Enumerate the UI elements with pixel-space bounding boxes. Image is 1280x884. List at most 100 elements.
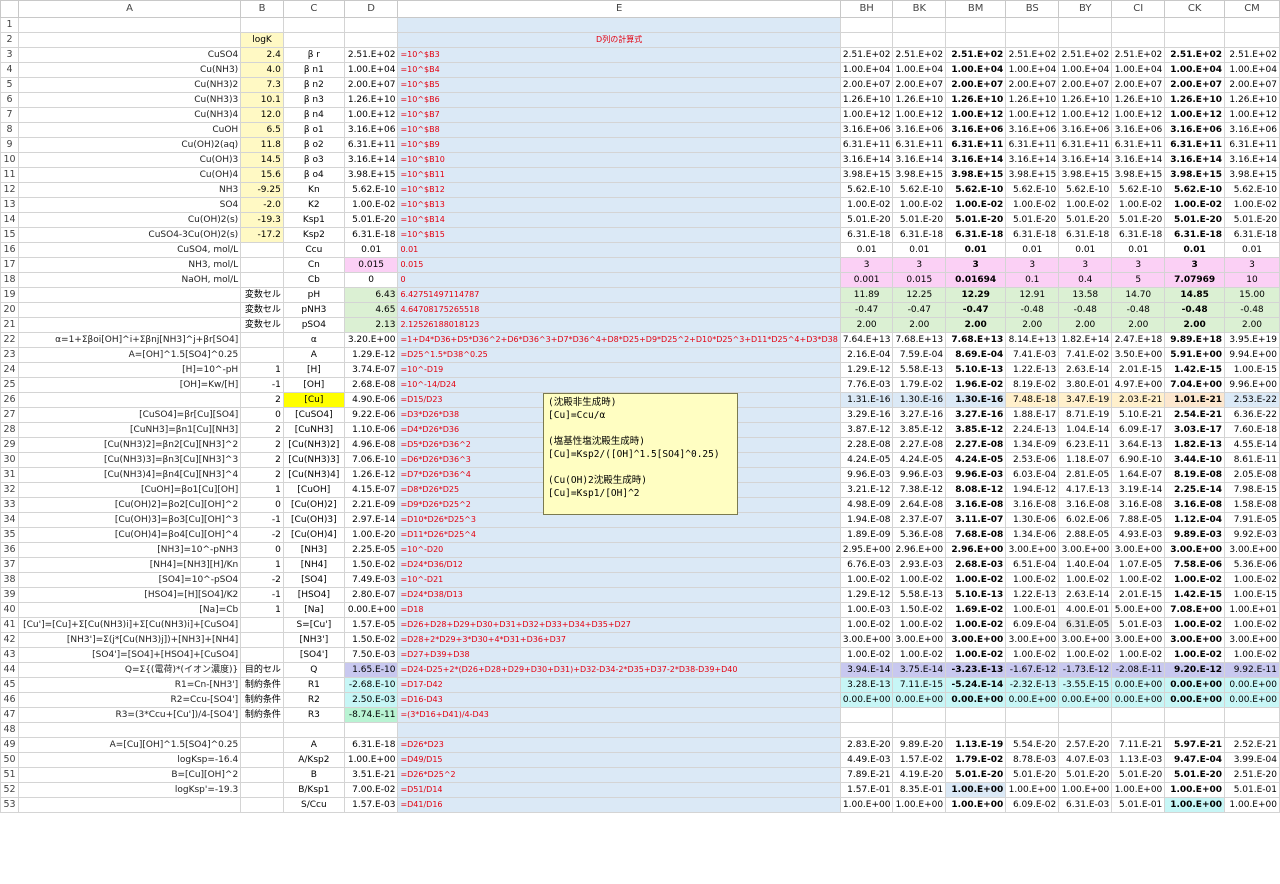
cell-d[interactable] — [343, 17, 399, 33]
row-header[interactable]: 50 — [0, 752, 19, 768]
cell-ci[interactable] — [1111, 722, 1166, 738]
row-header[interactable]: 21 — [0, 317, 19, 333]
cell-e-formula[interactable] — [397, 722, 841, 738]
cell-bh[interactable]: 3.94.E-14 — [839, 662, 894, 678]
cell-b[interactable]: -1 — [240, 587, 284, 603]
cell-bs[interactable]: -0.48 — [1005, 302, 1060, 318]
cell-ck[interactable]: 1.42.E-15 — [1164, 587, 1226, 603]
cell-c[interactable]: [NH4] — [282, 557, 345, 573]
cell-cm[interactable]: 2.51.E-20 — [1224, 767, 1280, 783]
cell-bs[interactable] — [1005, 32, 1060, 48]
cell-by[interactable]: 4.07.E-03 — [1058, 752, 1113, 768]
cell-by[interactable]: 3.00.E+00 — [1058, 542, 1113, 558]
cell-bk[interactable]: 1.50.E-02 — [892, 602, 947, 618]
cell-bm[interactable]: 3.16.E+06 — [945, 122, 1007, 138]
cell-bk[interactable] — [892, 17, 947, 33]
cell-ck[interactable]: -0.48 — [1164, 302, 1226, 318]
cell-bm[interactable]: 6.31.E-18 — [945, 227, 1007, 243]
cell-bk[interactable]: 2.64.E-08 — [892, 497, 947, 513]
cell-by[interactable]: 3.16.E+06 — [1058, 122, 1113, 138]
cell-bs[interactable]: 1.34.E-06 — [1005, 527, 1060, 543]
cell-bs[interactable] — [1005, 707, 1060, 723]
cell-bh[interactable]: 7.64.E+13 — [839, 332, 894, 348]
cell-ck[interactable]: 2.51.E+02 — [1164, 47, 1226, 63]
cell-bk[interactable]: 2.37.E-07 — [892, 512, 947, 528]
cell-bk[interactable]: 1.30.E-16 — [892, 392, 947, 408]
cell-bm[interactable]: 7.68.E+13 — [945, 332, 1007, 348]
cell-bk[interactable]: 5.62.E-10 — [892, 182, 947, 198]
cell-c[interactable]: pSO4 — [282, 317, 345, 333]
cell-bs[interactable]: 1.22.E-13 — [1005, 587, 1060, 603]
column-header-bs[interactable]: BS — [1005, 0, 1060, 18]
cell-ck[interactable]: 3.00.E+00 — [1164, 632, 1226, 648]
cell-by[interactable]: 4.17.E-13 — [1058, 482, 1113, 498]
cell-bs[interactable]: 1.00.E-02 — [1005, 647, 1060, 663]
cell-ck[interactable]: 3.98.E+15 — [1164, 167, 1226, 183]
cell-ck[interactable]: 1.00.E-02 — [1164, 572, 1226, 588]
column-header-cm[interactable]: CM — [1224, 0, 1280, 18]
column-header-ck[interactable]: CK — [1164, 0, 1226, 18]
cell-by[interactable]: 3.47.E-19 — [1058, 392, 1113, 408]
cell-bk[interactable]: 4.24.E-05 — [892, 452, 947, 468]
cell-d[interactable]: 5.62.E-10 — [343, 182, 399, 198]
row-header[interactable]: 19 — [0, 287, 19, 303]
cell-d[interactable]: 1.10.E-06 — [343, 422, 399, 438]
cell-a[interactable]: Cu(OH)2(aq) — [17, 137, 242, 153]
cell-bs[interactable]: 6.09.E-04 — [1005, 617, 1060, 633]
cell-c[interactable]: β o3 — [282, 152, 345, 168]
cell-ci[interactable]: 5.10.E-21 — [1111, 407, 1166, 423]
cell-ck[interactable]: 1.00.E+04 — [1164, 62, 1226, 78]
cell-bm[interactable]: 1.00.E+00 — [945, 782, 1007, 798]
cell-ck[interactable]: 8.19.E-08 — [1164, 467, 1226, 483]
cell-bs[interactable]: 2.24.E-13 — [1005, 422, 1060, 438]
cell-e-formula[interactable]: =10^$B3 — [397, 47, 841, 63]
cell-a[interactable] — [17, 317, 242, 333]
cell-bm[interactable]: 5.01.E-20 — [945, 767, 1007, 783]
cell-d[interactable]: 9.22.E-06 — [343, 407, 399, 423]
cell-ci[interactable]: 3.16.E+14 — [1111, 152, 1166, 168]
cell-c[interactable]: Cb — [282, 272, 345, 288]
cell-cm[interactable] — [1224, 707, 1280, 723]
cell-bs[interactable]: 6.51.E-04 — [1005, 557, 1060, 573]
cell-cm[interactable] — [1224, 32, 1280, 48]
cell-cm[interactable]: 5.01.E-01 — [1224, 782, 1280, 798]
select-all-corner[interactable] — [0, 0, 19, 18]
column-header-d[interactable]: D — [343, 0, 399, 18]
cell-bm[interactable]: 1.30.E-16 — [945, 392, 1007, 408]
cell-bh[interactable]: 3.16.E+14 — [839, 152, 894, 168]
cell-b[interactable]: 2 — [240, 422, 284, 438]
cell-c[interactable]: [CuNH3] — [282, 422, 345, 438]
cell-b[interactable]: 1 — [240, 482, 284, 498]
cell-cm[interactable]: 2.00 — [1224, 317, 1280, 333]
cell-bh[interactable]: 1.00.E-02 — [839, 647, 894, 663]
cell-c[interactable]: β o4 — [282, 167, 345, 183]
cell-bk[interactable]: 1.00.E+04 — [892, 62, 947, 78]
cell-bs[interactable]: 8.78.E-03 — [1005, 752, 1060, 768]
row-header[interactable]: 8 — [0, 122, 19, 138]
cell-ci[interactable]: 3.19.E-14 — [1111, 482, 1166, 498]
cell-bh[interactable]: 6.31.E-18 — [839, 227, 894, 243]
cell-bs[interactable]: 2.00.E+07 — [1005, 77, 1060, 93]
cell-c[interactable]: [Cu(OH)4] — [282, 527, 345, 543]
cell-a[interactable]: R2=Ccu-[SO4'] — [17, 692, 242, 708]
cell-ci[interactable] — [1111, 707, 1166, 723]
cell-d[interactable]: 7.00.E-02 — [343, 782, 399, 798]
cell-bh[interactable]: 2.00.E+07 — [839, 77, 894, 93]
cell-bk[interactable]: 1.00.E+12 — [892, 107, 947, 123]
row-header[interactable]: 10 — [0, 152, 19, 168]
cell-bs[interactable]: 5.62.E-10 — [1005, 182, 1060, 198]
cell-c[interactable]: β r — [282, 47, 345, 63]
cell-d[interactable]: 1.57.E-05 — [343, 617, 399, 633]
cell-bk[interactable]: 3.16.E+14 — [892, 152, 947, 168]
cell-cm[interactable]: 3.98.E+15 — [1224, 167, 1280, 183]
cell-d[interactable]: 6.31.E-18 — [343, 227, 399, 243]
cell-by[interactable]: 6.31.E-03 — [1058, 797, 1113, 813]
cell-e-formula[interactable]: =D24*D38/D13 — [397, 587, 841, 603]
row-header[interactable]: 41 — [0, 617, 19, 633]
cell-ci[interactable]: 1.00.E+00 — [1111, 782, 1166, 798]
cell-e-formula[interactable]: =D26*D23 — [397, 737, 841, 753]
cell-by[interactable]: 13.58 — [1058, 287, 1113, 303]
cell-b[interactable]: 2.4 — [240, 47, 284, 63]
cell-bk[interactable]: 2.51.E+02 — [892, 47, 947, 63]
row-header[interactable]: 3 — [0, 47, 19, 63]
